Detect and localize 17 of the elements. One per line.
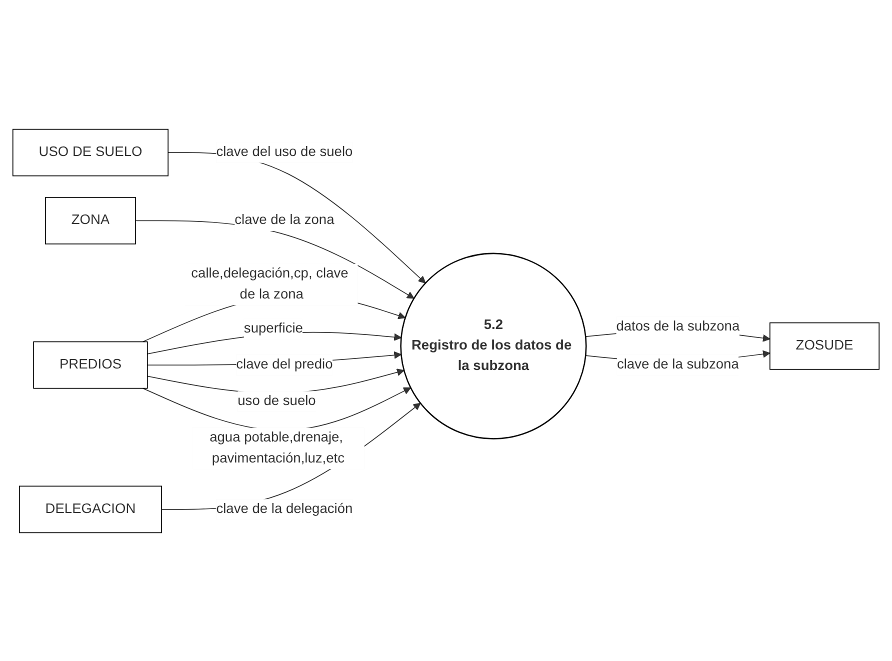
edge-label: clave de la delegación — [216, 501, 353, 516]
edge-label: clave de la zona — [234, 212, 334, 228]
edge-label: datos de la subzona — [616, 318, 740, 334]
edge-label: uso de suelo — [238, 393, 316, 408]
node-box: PREDIOS — [33, 340, 148, 388]
edge-label: agua potable,drenaje, pavimentación,luz,etc — [210, 430, 345, 466]
edge-label: clave de la subzona — [616, 356, 739, 372]
edge-label: calle,delegación,cp, clave de la zona — [191, 266, 348, 302]
arrow — [168, 152, 426, 283]
node-circle: 5.2 Registro de los datos de la subzona — [400, 252, 587, 439]
edge-label: superficie — [244, 321, 303, 336]
node-box: ZOSUDE — [769, 322, 880, 370]
node-box: DELEGACION — [18, 485, 162, 533]
node-box: ZONA — [45, 196, 136, 244]
edge-label: clave del predio — [236, 356, 333, 372]
node-box: USO DE SUELO — [12, 128, 168, 176]
edge-label: clave del uso de suelo — [216, 144, 353, 159]
